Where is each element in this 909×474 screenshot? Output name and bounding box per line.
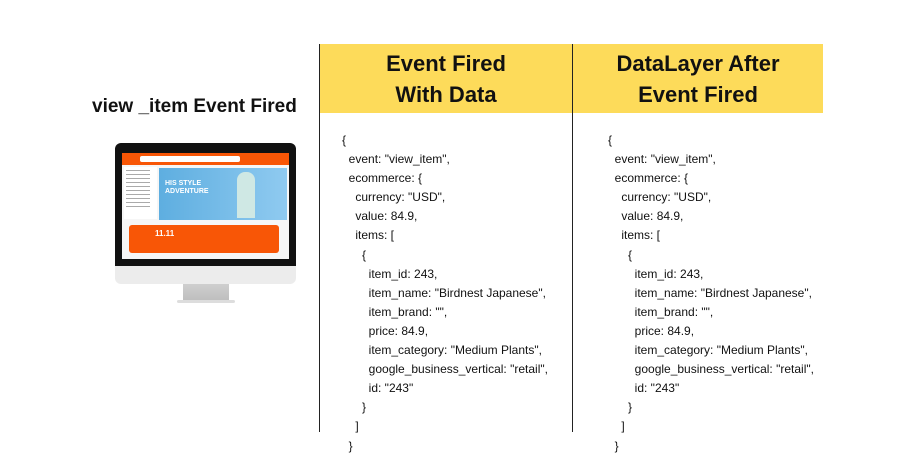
site-promo-banner: 11.11 bbox=[129, 225, 279, 253]
site-search-bar bbox=[140, 156, 240, 162]
site-header bbox=[122, 153, 289, 165]
monitor-stand bbox=[183, 284, 229, 302]
column-heading-datalayer: DataLayer After Event Fired bbox=[573, 44, 823, 113]
site-category-list bbox=[124, 167, 157, 219]
datalayer-code: { event: "view_item", ecommerce: { curre… bbox=[608, 133, 814, 453]
column-divider-left bbox=[319, 44, 320, 432]
header-band bbox=[319, 44, 823, 113]
monitor-chin bbox=[115, 266, 296, 284]
heading-line-1: DataLayer After bbox=[616, 50, 780, 76]
column-heading-event-fired: Event Fired With Data bbox=[320, 44, 572, 113]
heading-line-2: Event Fired bbox=[638, 81, 758, 107]
heading-line-2: With Data bbox=[395, 81, 497, 107]
event-data-code: { event: "view_item", ecommerce: { curre… bbox=[342, 133, 548, 453]
heading-line-1: Event Fired bbox=[386, 50, 506, 76]
banner-model bbox=[237, 172, 255, 218]
column-divider-middle bbox=[572, 44, 573, 432]
monitor-foot bbox=[177, 300, 235, 303]
view-item-title: view _item Event Fired bbox=[92, 96, 297, 117]
